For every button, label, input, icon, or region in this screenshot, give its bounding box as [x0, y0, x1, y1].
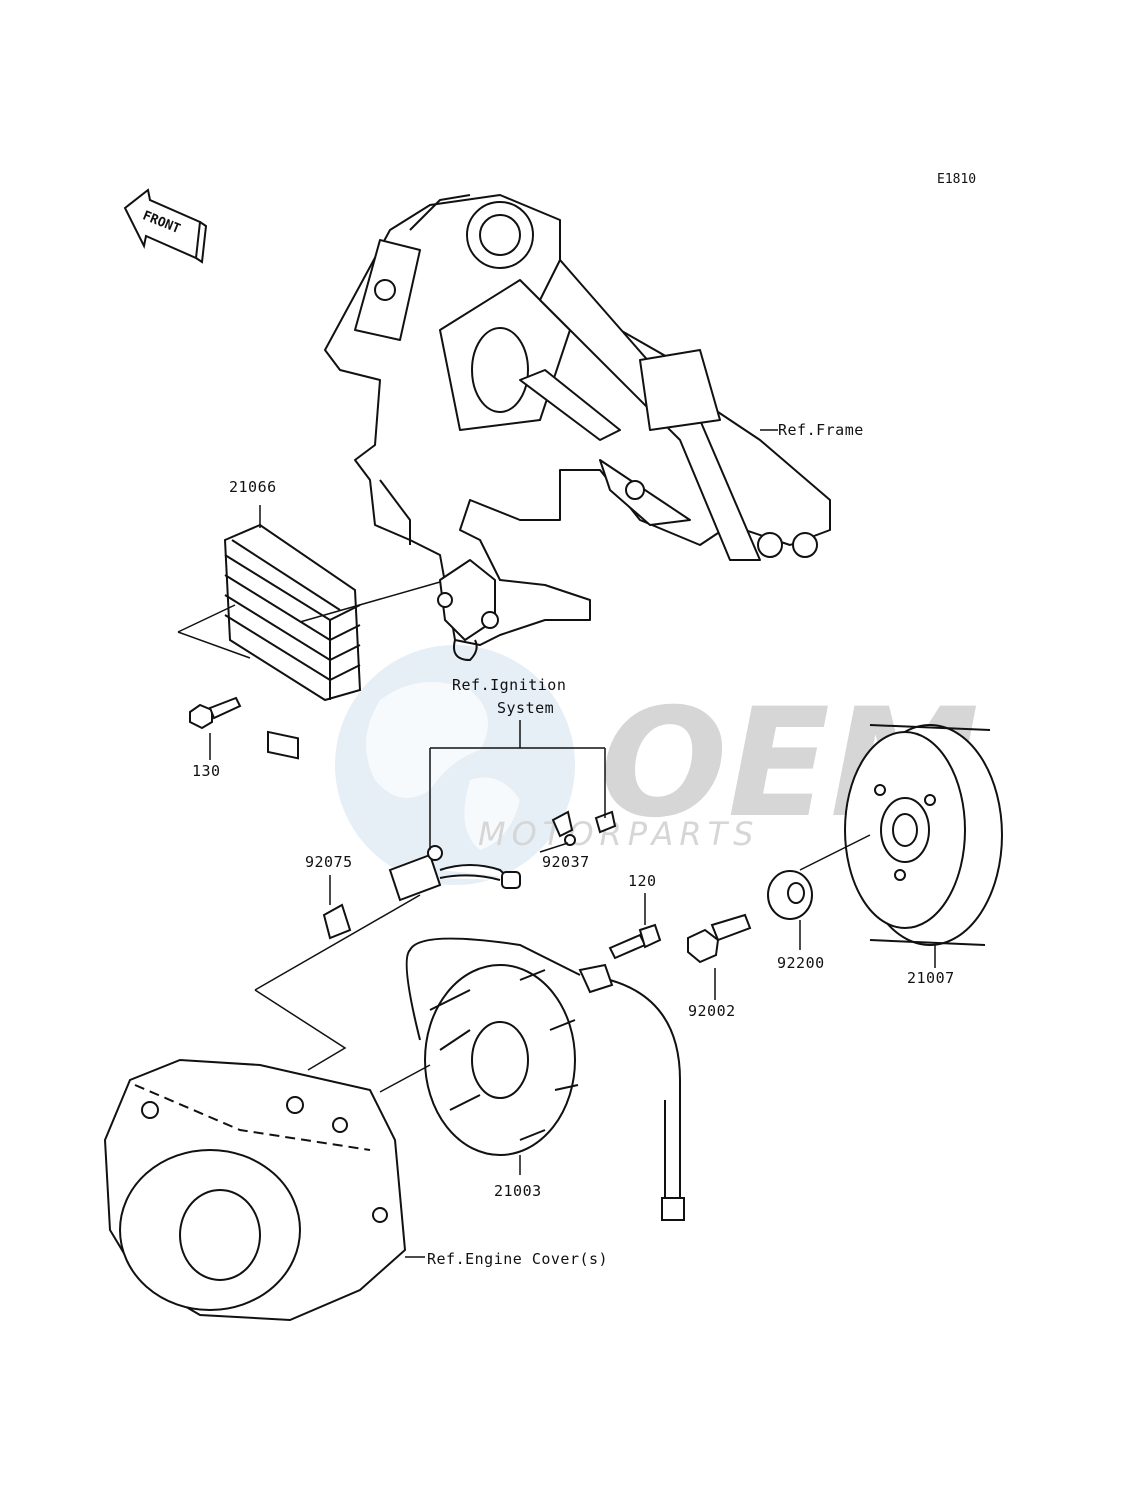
part-label-21066[interactable]: 21066: [229, 478, 277, 496]
front-arrow-icon: FRONT: [123, 188, 208, 264]
part-label-120[interactable]: 120: [628, 872, 657, 890]
part-label-92002[interactable]: 92002: [688, 1002, 736, 1020]
ref-ignition-label-line2: System: [497, 699, 555, 717]
plate-92037-drawing: [551, 810, 617, 846]
part-label-21003[interactable]: 21003: [494, 1182, 542, 1200]
part-label-21007[interactable]: 21007: [907, 969, 955, 987]
frame-drawing: [324, 194, 831, 661]
leader-lines: [177, 429, 936, 1258]
washer-92200-drawing: [767, 870, 813, 920]
engine-cover-drawing: [103, 1058, 407, 1322]
bolt-120-drawing: [608, 923, 662, 960]
part-label-92075[interactable]: 92075: [305, 853, 353, 871]
part-label-92200[interactable]: 92200: [777, 954, 825, 972]
stator-21003-drawing: [405, 937, 685, 1221]
part-label-92037[interactable]: 92037: [542, 853, 590, 871]
grommet-92075-drawing: [322, 903, 352, 940]
oem-watermark: OEM MOTORPARTS: [335, 645, 979, 885]
regulator-drawing: [223, 523, 362, 760]
part-label-130[interactable]: 130: [192, 762, 221, 780]
bolt-92002-drawing: [687, 913, 752, 964]
bolt-130-drawing: [189, 696, 242, 730]
watermark-sub: MOTORPARTS: [478, 815, 759, 853]
rotor-21007-drawing: [844, 724, 1003, 946]
ref-engine-cover-label: Ref.Engine Cover(s): [427, 1250, 609, 1268]
pickup-coil-drawing: [388, 845, 521, 902]
ref-frame-label: Ref.Frame: [778, 421, 864, 439]
diagram-code: E1810: [937, 172, 977, 187]
ref-ignition-label-line1: Ref.Ignition: [452, 676, 567, 694]
